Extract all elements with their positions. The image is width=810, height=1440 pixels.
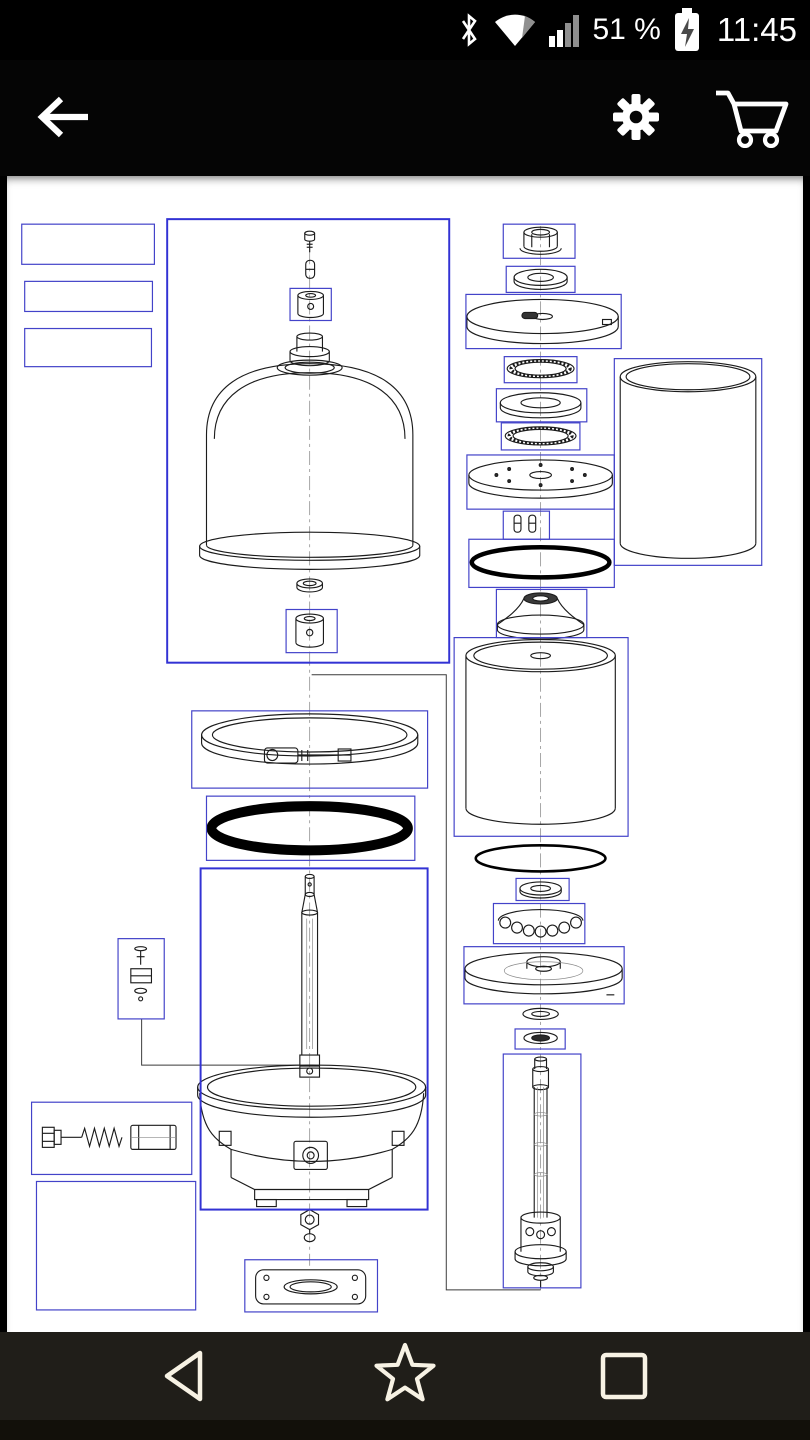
part-hotspot-clamp-ring[interactable] xyxy=(191,710,429,789)
pins-drawing xyxy=(513,514,537,533)
part-hotspot-label-3[interactable] xyxy=(24,327,153,368)
rotor-o-ring-drawing xyxy=(469,545,612,580)
insert-cylinder-drawing xyxy=(619,361,757,559)
large-o-ring-drawing xyxy=(206,801,413,856)
nav-back-icon xyxy=(158,1345,214,1407)
fitting-connector-line xyxy=(141,1018,299,1066)
part-hotspot-pins[interactable] xyxy=(502,510,551,540)
clock-label: 11:45 xyxy=(716,11,797,48)
part-hotspot-spring-washer-2[interactable] xyxy=(500,422,581,451)
thin-washer-drawing xyxy=(522,1007,559,1020)
part-hotspot-label-1[interactable] xyxy=(21,223,155,265)
diagram-viewport[interactable] xyxy=(7,176,803,1332)
base-nut-drawing xyxy=(300,1208,320,1243)
settings-button[interactable] xyxy=(612,93,660,144)
exploded-diagram xyxy=(21,218,763,1313)
assembly-connector-line xyxy=(311,674,541,1291)
battery-percent-label: 51 % xyxy=(592,13,661,46)
clamp-ring-drawing xyxy=(201,713,419,765)
bearing-race-drawing xyxy=(523,1031,558,1045)
spring-washer-2-drawing xyxy=(504,426,577,446)
top-screw-drawing xyxy=(304,230,316,253)
part-hotspot-cover-nut[interactable] xyxy=(285,608,338,654)
cone-drawing xyxy=(496,592,585,640)
nav-square-icon xyxy=(594,1346,654,1406)
rotor-washer-drawing xyxy=(513,268,568,290)
part-hotspot-lower-disc[interactable] xyxy=(463,946,625,1005)
battery-charging-icon xyxy=(672,7,702,53)
spring-washer-1-drawing xyxy=(506,359,575,379)
cover-washer-drawing xyxy=(296,578,324,593)
part-hotspot-fitting[interactable] xyxy=(289,287,332,322)
rotor-nut-drawing xyxy=(519,226,562,255)
part-hotspot-small-washer[interactable] xyxy=(515,877,570,902)
bluetooth-icon xyxy=(457,10,481,50)
base-spindle-drawing xyxy=(197,873,427,1208)
part-hotspot-cover-group[interactable] xyxy=(166,218,451,664)
part-hotspot-bearing-race[interactable] xyxy=(514,1028,566,1050)
part-hotspot-label-2[interactable] xyxy=(24,280,154,313)
nav-recents-button[interactable] xyxy=(588,1346,660,1406)
shaft-assembly-drawing xyxy=(514,1056,567,1288)
nav-star-icon xyxy=(368,1341,442,1411)
part-hotspot-spring-washer-1[interactable] xyxy=(503,356,578,384)
part-hotspot-grease-fitting[interactable] xyxy=(117,938,165,1020)
fitting-drawing xyxy=(297,290,324,319)
washer-2-drawing xyxy=(499,392,582,419)
pin-drawing xyxy=(305,259,316,279)
part-hotspot-label-4[interactable] xyxy=(35,1180,197,1311)
lower-disc-drawing xyxy=(464,952,623,996)
cover-dome-drawing xyxy=(199,332,421,570)
back-arrow-icon xyxy=(34,92,92,145)
settings-gear-icon xyxy=(612,93,660,144)
bolt-spring-drawing xyxy=(41,1124,177,1150)
wifi-icon xyxy=(492,12,538,48)
cart-button[interactable] xyxy=(712,86,792,151)
part-hotspot-large-o-ring[interactable] xyxy=(205,795,416,861)
mounting-plate-drawing xyxy=(255,1269,367,1305)
part-hotspot-rotor-body[interactable] xyxy=(453,636,629,837)
part-hotspot-base-assembly[interactable] xyxy=(199,867,429,1211)
part-hotspot-shaft-assembly[interactable] xyxy=(502,1053,582,1289)
part-hotspot-insert-cylinder[interactable] xyxy=(613,358,763,566)
part-hotspot-mounting-plate[interactable] xyxy=(244,1259,379,1313)
grease-fitting-drawing xyxy=(130,946,153,1002)
part-hotspot-washer-2[interactable] xyxy=(495,388,588,423)
navigation-bar xyxy=(0,1332,810,1440)
status-bar: 51 % 11:45 xyxy=(0,0,810,60)
part-hotspot-bolt-spring[interactable] xyxy=(30,1101,193,1176)
top-plate-drawing xyxy=(466,298,619,345)
lower-o-ring-drawing xyxy=(474,844,607,873)
rotor-body-drawing xyxy=(465,639,616,825)
nav-bottom-strip xyxy=(0,1420,810,1440)
shopping-cart-icon xyxy=(712,86,792,151)
part-hotspot-rotor-nut[interactable] xyxy=(502,223,576,259)
small-washer-drawing xyxy=(519,881,562,899)
part-hotspot-bearing[interactable] xyxy=(492,902,586,945)
app-bar xyxy=(0,60,810,176)
cover-nut-drawing xyxy=(295,613,324,648)
top-disc-drawing xyxy=(468,459,613,499)
part-hotspot-rotor-washer[interactable] xyxy=(505,265,576,294)
nav-home-button[interactable] xyxy=(369,1341,441,1411)
back-button[interactable] xyxy=(34,92,92,145)
signal-strength-icon xyxy=(549,11,581,49)
bearing-drawing xyxy=(497,908,584,938)
part-hotspot-top-plate[interactable] xyxy=(465,293,622,350)
nav-back-button[interactable] xyxy=(150,1345,222,1407)
content-area xyxy=(0,176,810,1332)
